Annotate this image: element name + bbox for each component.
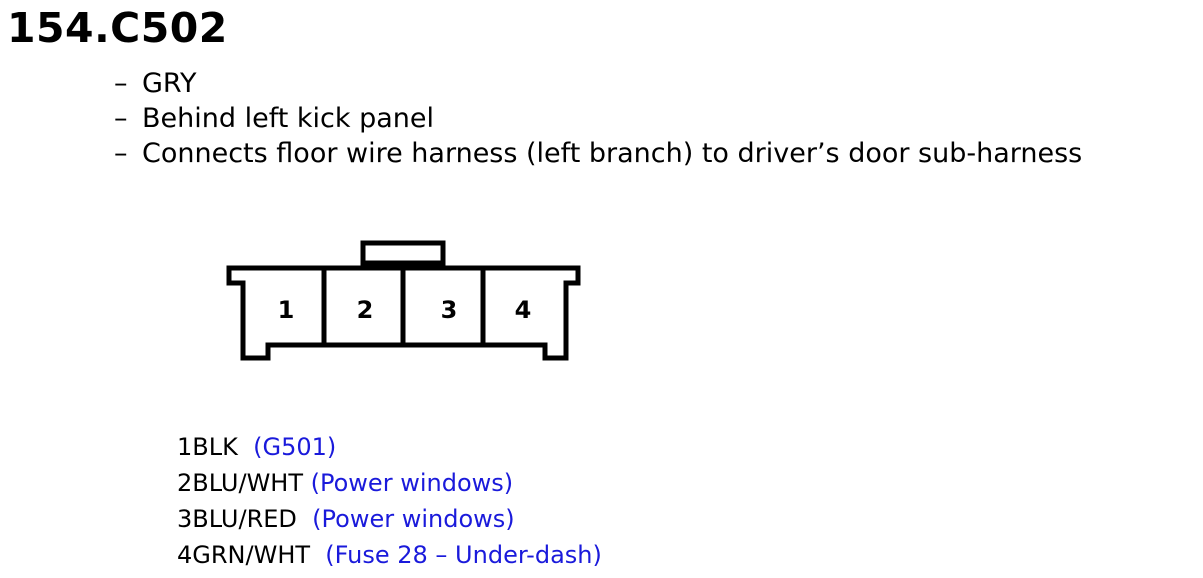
pin-row: 3BLU/RED (Power windows) — [177, 501, 602, 537]
pin-wire-label: 4GRN/WHT — [177, 541, 311, 569]
detail-item: –Behind left kick panel — [114, 103, 435, 134]
pin-wire-label: 1BLK — [177, 433, 238, 461]
connector-details: –GRY –Behind left kick panel –Connects f… — [114, 66, 1082, 171]
pin-assignment-list: 1BLK (G501) 2BLU/WHT (Power windows) 3BL… — [177, 429, 602, 573]
detail-item: –Connects floor wire harness (left branc… — [114, 138, 1083, 169]
detail-connects: Connects floor wire harness (left branch… — [142, 138, 1083, 169]
detail-location: Behind left kick panel — [142, 103, 435, 134]
cavity-label-2: 2 — [357, 296, 374, 324]
connector-housing-outline — [226, 265, 581, 361]
pin-circuit-label: (Power windows) — [312, 505, 515, 533]
pin-row: 2BLU/WHT (Power windows) — [177, 465, 602, 501]
detail-item: –GRY — [114, 68, 197, 99]
cavity-label-3: 3 — [441, 296, 458, 324]
pin-wire-label: 2BLU/WHT — [177, 469, 303, 497]
connector-latch — [360, 240, 446, 268]
pin-circuit-label: (G501) — [253, 433, 337, 461]
cavity-label-4: 4 — [515, 296, 532, 324]
detail-color: GRY — [142, 68, 197, 99]
cavity-label-1: 1 — [278, 296, 295, 324]
connector-title: 154.C502 — [7, 4, 228, 52]
pin-row: 4GRN/WHT (Fuse 28 – Under-dash) — [177, 537, 602, 573]
pin-row: 1BLK (G501) — [177, 429, 602, 465]
pin-wire-label: 3BLU/RED — [177, 505, 297, 533]
pin-circuit-label: (Fuse 28 – Under-dash) — [325, 541, 602, 569]
pin-circuit-label: (Power windows) — [310, 469, 514, 497]
